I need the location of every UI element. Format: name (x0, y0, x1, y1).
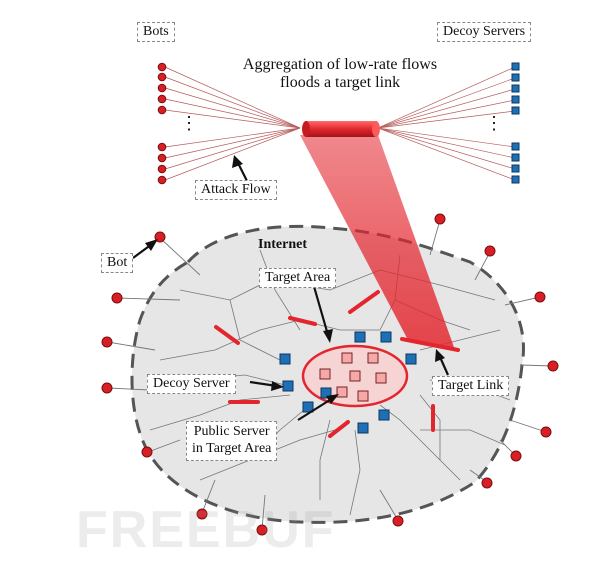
watermark: FREEBUF (76, 501, 336, 559)
aggregation-line-2: floods a target link (279, 74, 401, 92)
bot-label: Bot (101, 253, 134, 273)
decoy-servers (279, 331, 417, 434)
arrows (132, 155, 450, 421)
attack-flow-lines (164, 66, 516, 181)
decoy-server-label: Decoy Server (147, 374, 236, 394)
public-server-line-1: Public Server (193, 424, 270, 439)
bots-ellipsis: ⋮ (180, 113, 198, 133)
decoy-server-column (511, 62, 520, 184)
aggregation-line-1: Aggregation of low-rate flows (242, 56, 438, 73)
aggregation-title: Aggregation of low-rate flows floods a t… (210, 56, 470, 93)
target-link-label: Target Link (432, 376, 510, 396)
attack-links (214, 290, 460, 438)
bot-column (157, 62, 167, 185)
flood-beam (300, 135, 455, 350)
decoy-servers-label: Decoy Servers (437, 22, 532, 42)
bots-label: Bots (137, 22, 175, 42)
public-server-label: Public Server in Target Area (186, 421, 278, 461)
internet-label: Internet (258, 237, 307, 252)
public-server-line-2: in Target Area (192, 440, 272, 456)
target-link-cylinder (302, 121, 380, 137)
outer-bots (101, 213, 559, 536)
public-servers (319, 352, 387, 402)
decoy-ellipsis: ⋮ (485, 113, 503, 133)
target-area-label: Target Area (259, 268, 337, 288)
attack-flow-label: Attack Flow (195, 180, 277, 200)
